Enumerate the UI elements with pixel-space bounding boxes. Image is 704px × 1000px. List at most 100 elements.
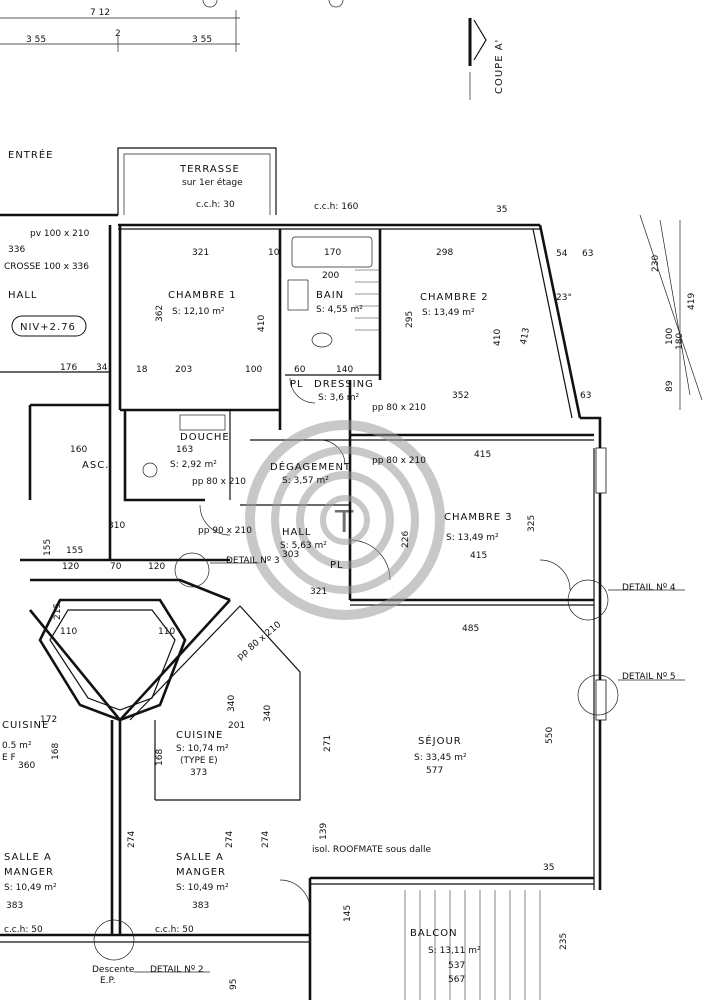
dimension-labels: 336 321 10 170 298 35 54 63 230 419 180 … (6, 205, 697, 990)
dim-203: 203 (175, 365, 192, 375)
dim-63: 63 (582, 249, 593, 259)
dim-120b: 120 (148, 562, 165, 572)
dim-34a: 34 (96, 363, 108, 373)
dim-413: 413 (519, 327, 532, 346)
level-label: NIV+2.76 (20, 322, 76, 333)
room-cuisine-area: S: 10,74 m² (176, 744, 229, 754)
dim-410b: 410 (493, 329, 503, 346)
detail-5: DETAIL Nº 5 (622, 672, 676, 682)
room-terrasse: TERRASSE (179, 164, 240, 175)
dim-321b: 321 (310, 587, 327, 597)
room-degagement: DÉGAGEMENT (270, 460, 351, 473)
dim-168a: 168 (51, 743, 61, 760)
room-chambre1: CHAMBRE 1 (168, 290, 237, 301)
dim-321: 321 (192, 248, 209, 258)
dim-35b: 35 (543, 863, 554, 873)
dim-63b: 63 (580, 391, 591, 401)
detail-3: DETAIL Nº 3 (226, 556, 280, 566)
room-bain-area: S: 4,55 m² (316, 305, 363, 315)
room-chambre1-area: S: 12,10 m² (172, 307, 225, 317)
dim-712: 7 12 (90, 8, 110, 18)
note-cch160: c.c.h: 160 (314, 202, 359, 212)
room-terrasse-sub: sur 1er étage (182, 177, 243, 188)
dim-89: 89 (665, 380, 675, 392)
dim-230: 230 (651, 255, 661, 272)
room-pl2: PL (330, 560, 344, 571)
level-marker: NIV+2.76 (11, 315, 87, 337)
room-salle-left-area: S: 10,49 m² (4, 883, 57, 893)
detail-labels: DETAIL Nº 2 DETAIL Nº 3 DETAIL Nº 4 DETA… (150, 556, 676, 975)
dim-274c: 274 (261, 831, 271, 848)
section-marker: COUPE A' (468, 18, 505, 100)
dim-201: 201 (228, 721, 245, 731)
dim-537: 537 (448, 961, 465, 971)
dim-485: 485 (462, 624, 479, 634)
dim-336: 336 (8, 245, 25, 255)
dim-100b: 100 (245, 365, 262, 375)
dim-226: 226 (401, 531, 411, 548)
room-salle-left2: MANGER (4, 867, 54, 878)
dim-550: 550 (545, 727, 555, 744)
dim-235: 235 (559, 933, 569, 950)
room-salle-area: S: 10,49 m² (176, 883, 229, 893)
dim-180: 180 (675, 333, 685, 350)
room-labels: ENTRÉE TERRASSE sur 1er étage HALL NIV+2… (2, 148, 513, 986)
room-bain: BAIN (316, 290, 344, 301)
dim-355-right: 3 55 (192, 35, 212, 45)
room-pl1: PL (290, 379, 304, 390)
dim-70: 70 (110, 562, 122, 572)
dim-54: 54 (556, 249, 568, 259)
room-salle: SALLE A (176, 852, 224, 863)
dim-172: 172 (40, 715, 57, 725)
room-descente: Descente (92, 965, 135, 975)
dim-340a: 340 (227, 695, 237, 712)
dim-145: 145 (343, 905, 353, 922)
room-salle2: MANGER (176, 867, 226, 878)
dim-110b: 110 (158, 627, 175, 637)
note-pv: pv 100 x 210 (30, 229, 90, 239)
dim-155a: 155 (43, 539, 53, 556)
dim-140: 140 (336, 365, 353, 375)
note-angle: 23° (556, 293, 572, 303)
dim-215: 215 (53, 603, 63, 620)
dim-200: 200 (322, 271, 339, 281)
room-chambre2: CHAMBRE 2 (420, 292, 489, 303)
detail-markers (93, 552, 685, 973)
dim-2: 2 (115, 29, 121, 39)
room-cuisine: CUISINE (176, 730, 223, 741)
dim-170: 170 (324, 248, 341, 258)
top-dimension-chain: 7 12 3 55 2 3 55 (0, 0, 344, 52)
dim-271: 271 (323, 735, 333, 752)
dim-310: 310 (108, 521, 125, 531)
dim-120a: 120 (62, 562, 79, 572)
note-pp3: pp 80 x 210 (192, 477, 246, 487)
note-isol: isol. ROOFMATE sous dalle (312, 845, 431, 855)
dim-352: 352 (452, 391, 469, 401)
room-sejour-area: S: 33,45 m² (414, 753, 467, 763)
right-dimension-chain (639, 214, 703, 410)
room-chambre3-area: S: 13,49 m² (446, 533, 499, 543)
dim-360: 360 (18, 761, 35, 771)
room-cuisine-type: (TYPE E) (180, 756, 218, 766)
room-balcon-area: S: 13,11 m² (428, 946, 481, 956)
room-asc: ASC. (82, 460, 109, 471)
watermark-logo (245, 420, 445, 620)
note-pp5: pp 80 x 210 (236, 620, 284, 663)
dim-567: 567 (448, 975, 465, 985)
exterior-hatching (404, 890, 541, 1000)
dim-355-left: 3 55 (26, 35, 46, 45)
dim-35a: 35 (496, 205, 507, 215)
dim-18: 18 (136, 365, 148, 375)
dim-419: 419 (687, 293, 697, 310)
dim-415a: 415 (474, 450, 491, 460)
dim-298: 298 (436, 248, 453, 258)
dim-160: 160 (70, 445, 87, 455)
dim-60: 60 (294, 365, 306, 375)
dim-303: 303 (282, 550, 299, 560)
note-cch50: c.c.h: 50 (4, 925, 43, 935)
room-chambre2-area: S: 13,49 m² (422, 308, 475, 318)
room-chambre3: CHAMBRE 3 (444, 512, 513, 523)
dim-362: 362 (155, 305, 165, 322)
note-pp2: pp 80 x 210 (372, 456, 426, 466)
room-cuisine-left-area: 0.5 m² (2, 741, 32, 751)
